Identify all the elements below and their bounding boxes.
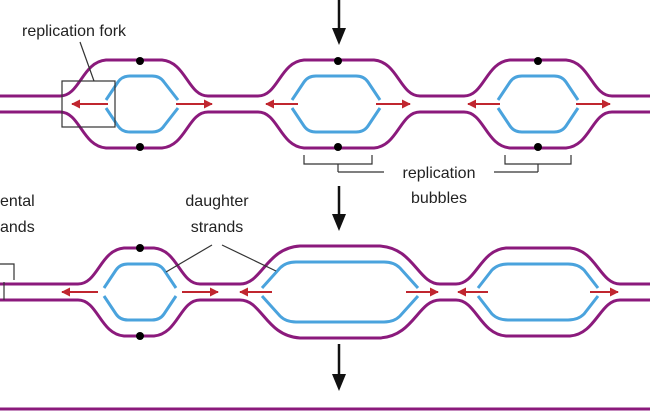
daughter-strand [260,294,420,324]
origin-dot [136,244,144,252]
replication-bubbles-label: bubbles [411,190,467,207]
daughter-strand [260,260,420,290]
bubble-bracket-left [303,155,373,165]
origin-dot [334,57,342,65]
parental-strands-label: ental [0,193,35,210]
daughter-strand [496,107,580,134]
daughter-strands-callout: daughter strands [165,193,277,273]
process-arrow-3 [332,344,346,391]
origin-dot [136,143,144,151]
daughter-strands-label: strands [191,219,243,236]
process-arrow-2 [332,186,346,231]
replication-fork-box [61,80,116,128]
origin-dot [534,143,542,151]
replication-fork-callout: replication fork [22,23,127,128]
daughter-strand [104,74,180,101]
replication-bubbles-callout: replication bubbles [303,155,572,207]
daughter-strand [290,74,382,101]
parental-strands-callout: ental ands [0,193,35,300]
bubble-bracket-right [504,155,572,165]
daughter-strand [102,295,178,322]
daughter-strand [476,295,600,322]
replication-bubbles-label: replication [403,165,476,182]
origin-dot [136,57,144,65]
down-arrow-icon [332,374,346,391]
daughter-strands-label: daughter [185,193,249,210]
parental-strand-bottom [0,110,650,150]
callout-line [221,244,277,272]
parental-strands-label: ands [0,219,35,236]
replication-fork-label: replication fork [22,23,127,40]
row-1-early-replication [0,57,650,151]
origin-dot [136,332,144,340]
parental-strand-top [0,58,650,98]
origin-dot [534,57,542,65]
daughter-strand [496,74,580,101]
row-2-expanding-bubbles [0,244,650,340]
daughter-strand [476,262,600,289]
down-arrow-icon [332,28,346,45]
process-arrow-1 [332,0,346,45]
callout-line [165,244,213,273]
callout-line [79,41,95,82]
daughter-strand [104,107,180,134]
origin-dot [334,143,342,151]
down-arrow-icon [332,214,346,231]
parental-strands-bracket [0,263,15,280]
daughter-strand [102,262,178,289]
daughter-strand [290,107,382,134]
